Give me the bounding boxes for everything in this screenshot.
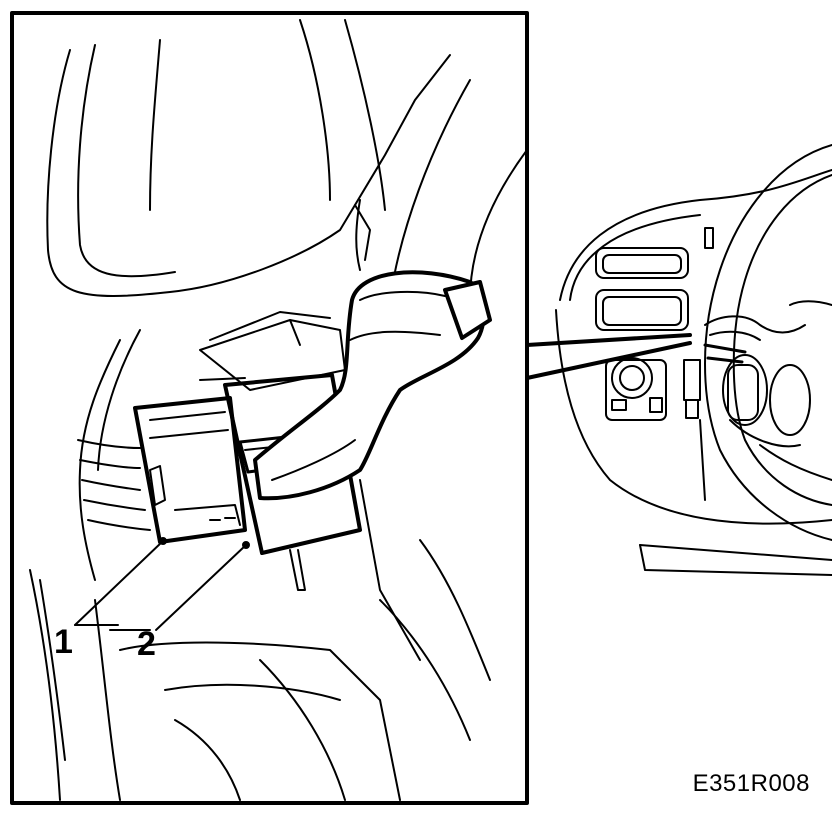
wiring-harness xyxy=(78,330,150,580)
figure-code: E351R008 xyxy=(692,770,810,797)
callout-leaders xyxy=(75,538,249,630)
callout-label-2: 2 xyxy=(137,625,156,663)
steering-wheel xyxy=(705,145,832,540)
dashboard-overview xyxy=(556,145,832,575)
vent-left xyxy=(596,248,688,278)
lower-trim-panel xyxy=(30,480,490,800)
switch-bracket xyxy=(200,312,345,390)
connector-1 xyxy=(135,398,245,542)
steering-column-housing xyxy=(47,20,450,296)
dash-panel-edge xyxy=(355,80,527,300)
vent-left-lower xyxy=(596,290,688,330)
stalk-lever xyxy=(255,272,490,498)
overview-stalk-shading xyxy=(705,345,745,362)
callout-label-1: 1 xyxy=(54,623,73,661)
detail-frame xyxy=(12,13,527,803)
light-switch-knob xyxy=(612,358,652,398)
